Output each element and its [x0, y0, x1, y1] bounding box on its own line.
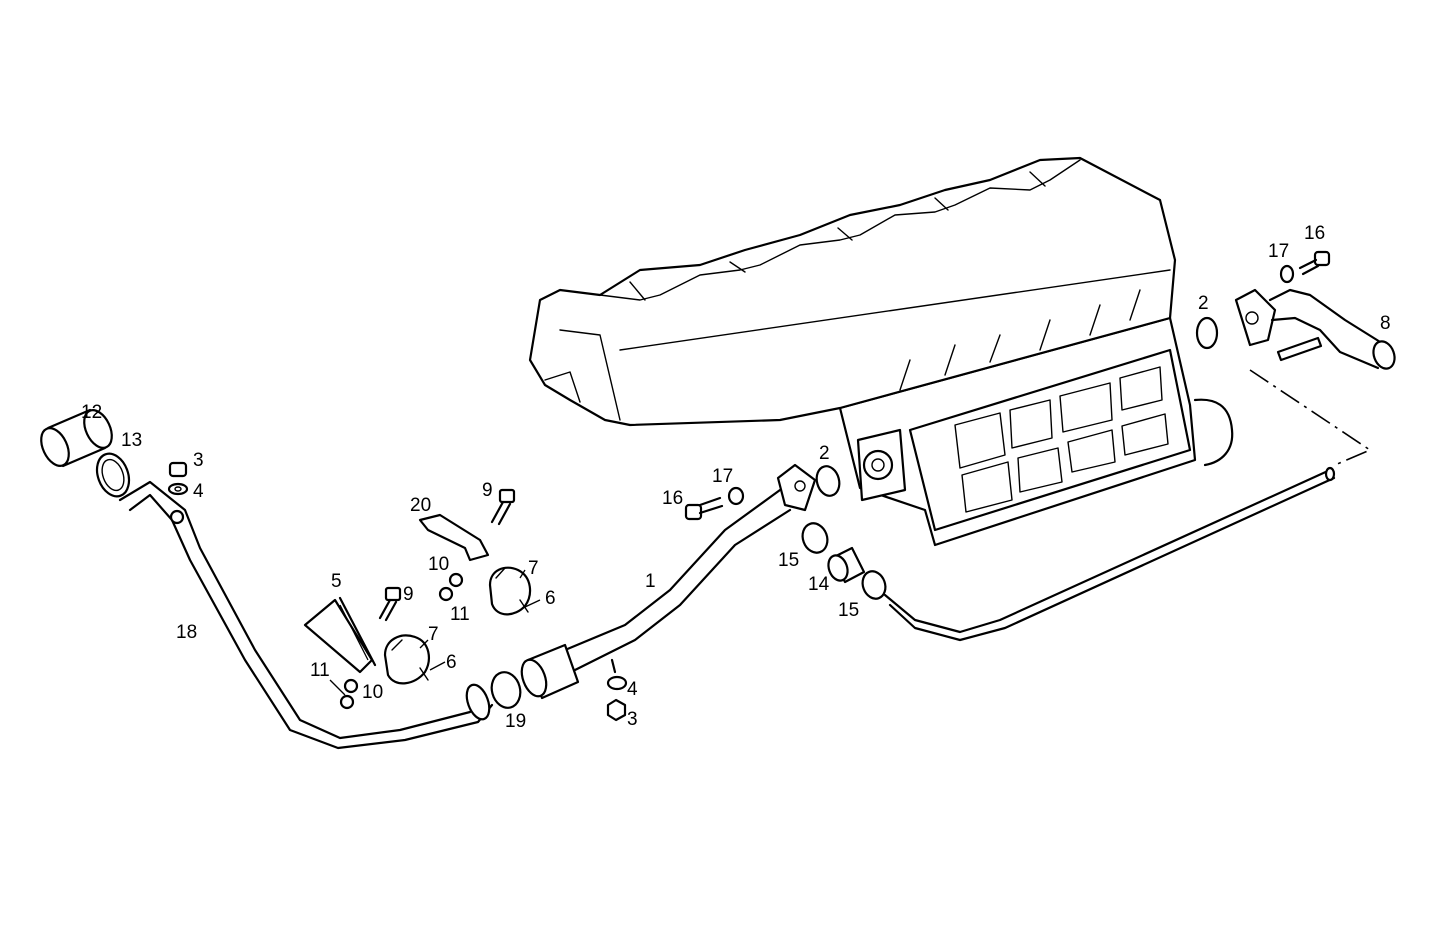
callout-7: 7	[528, 558, 539, 579]
ring-2-middle	[815, 465, 841, 497]
pipe-1	[520, 463, 817, 700]
pipe-8	[1234, 288, 1396, 370]
bolt-16-washer-17-middle	[684, 486, 745, 521]
bracket-5	[303, 596, 377, 674]
callout-10: 10	[362, 682, 383, 703]
callout-16: 16	[662, 488, 683, 509]
pipe-18	[118, 480, 494, 750]
strap-20	[418, 513, 490, 562]
callout-1: 1	[645, 571, 656, 592]
callout-13: 13	[121, 430, 142, 451]
callout-11: 11	[310, 660, 330, 681]
callout-9: 9	[403, 584, 414, 605]
callout-4: 4	[193, 481, 204, 502]
callout-18: 18	[176, 622, 197, 643]
bolt-9-upper	[490, 488, 516, 526]
callout-2: 2	[819, 443, 830, 464]
clamp-15-upper	[801, 522, 829, 554]
ring-2-right	[1195, 316, 1219, 350]
clamp-7-6-lower	[383, 634, 430, 685]
callout-7: 7	[428, 624, 439, 645]
callout-12: 12	[81, 402, 102, 423]
callout-9: 9	[482, 480, 493, 501]
callout-8: 8	[1380, 313, 1391, 334]
callout-16: 16	[1304, 223, 1325, 244]
callout-17: 17	[712, 466, 733, 487]
callout-6: 6	[446, 652, 457, 673]
nuts-10-11-left	[339, 678, 359, 710]
clamp-7-6-upper	[488, 566, 532, 616]
callout-5: 5	[331, 571, 342, 592]
callout-19: 19	[505, 711, 526, 732]
engine-block	[528, 156, 1234, 547]
bolt-9-left	[378, 586, 402, 622]
hose-12	[40, 408, 113, 468]
callout-10: 10	[428, 554, 449, 575]
callout-15: 15	[778, 550, 799, 571]
pipe-long-right	[883, 466, 1336, 642]
callout-11: 11	[450, 604, 470, 625]
callout-3: 3	[627, 709, 638, 730]
callout-15: 15	[838, 600, 859, 621]
alignment-centre-line	[1249, 369, 1372, 466]
leader-lines	[329, 569, 541, 696]
callout-6: 6	[545, 588, 556, 609]
washer-4-plug-3-right	[606, 675, 628, 722]
callout-14: 14	[808, 574, 830, 595]
nuts-10-11-upper	[438, 572, 464, 602]
callout-20: 20	[410, 495, 431, 516]
plug-3-washer-4-left	[167, 461, 189, 496]
clamp-13	[95, 452, 131, 498]
callout-3: 3	[193, 450, 204, 471]
ring-19	[490, 671, 522, 709]
bolt-16-washer-17-right	[1279, 250, 1331, 284]
callout-4: 4	[627, 679, 638, 700]
callout-2: 2	[1198, 293, 1209, 314]
clamp-15-lower	[861, 570, 887, 600]
hose-14	[827, 546, 866, 584]
callouts: 12 13 3 4 18 5 9 10 11 7 6 11 10 20 9 7 …	[81, 223, 1391, 732]
callout-17: 17	[1268, 241, 1289, 262]
